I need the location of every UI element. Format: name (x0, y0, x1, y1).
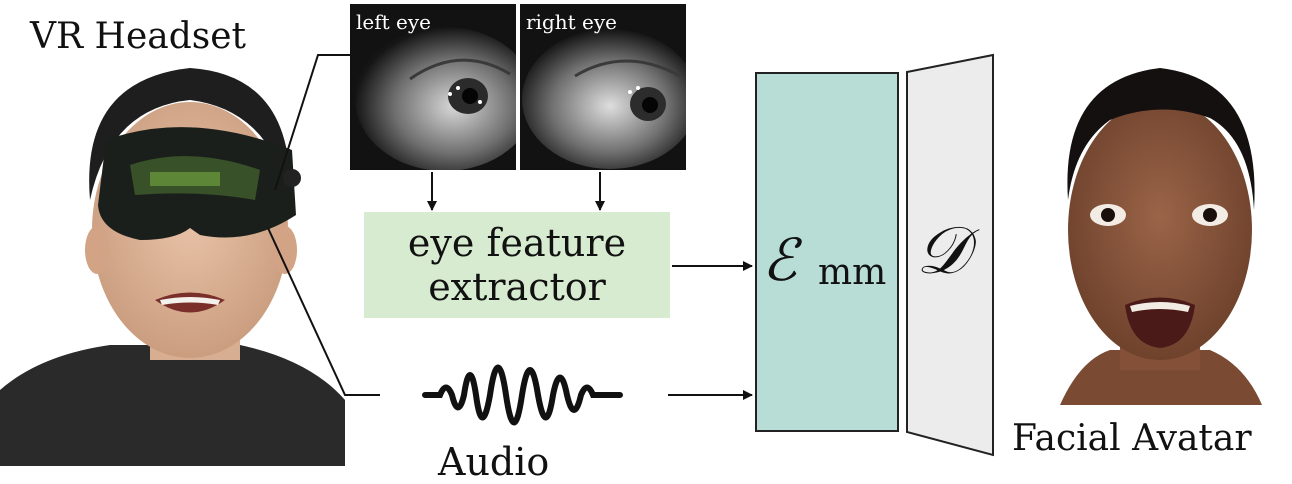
audio-label: Audio (438, 440, 550, 484)
headset-connector-lines (267, 54, 380, 396)
flow-arrows (427, 172, 753, 400)
right-eye-label: right eye (526, 10, 618, 34)
left-eye-image: left eye (350, 4, 516, 170)
diagram: left eye right eye eye feature extractor (0, 4, 1262, 484)
right-eye-picture (520, 4, 686, 170)
audio-waveform-icon (422, 364, 623, 426)
decoder-symbol: 𝒟 (916, 212, 969, 289)
decoder-block (906, 53, 994, 457)
diagram-graphics (0, 53, 1262, 466)
right-eye-image: right eye (520, 4, 686, 170)
vr-person-image (0, 68, 345, 466)
left-eye-label: left eye (356, 10, 431, 34)
encoder-symbol: ℰ (762, 226, 798, 294)
encoder-subscript: mm (818, 252, 887, 293)
extractor-label-line2: extractor (428, 265, 606, 309)
eye-feature-extractor-block: eye feature extractor (364, 212, 670, 318)
facial-avatar-image (1060, 68, 1262, 405)
left-eye-picture (350, 4, 516, 170)
extractor-label-line1: eye feature (407, 221, 627, 265)
encoder-block (755, 72, 899, 432)
facial-avatar-title: Facial Avatar (1012, 418, 1252, 459)
vr-headset-title: VR Headset (30, 16, 246, 57)
